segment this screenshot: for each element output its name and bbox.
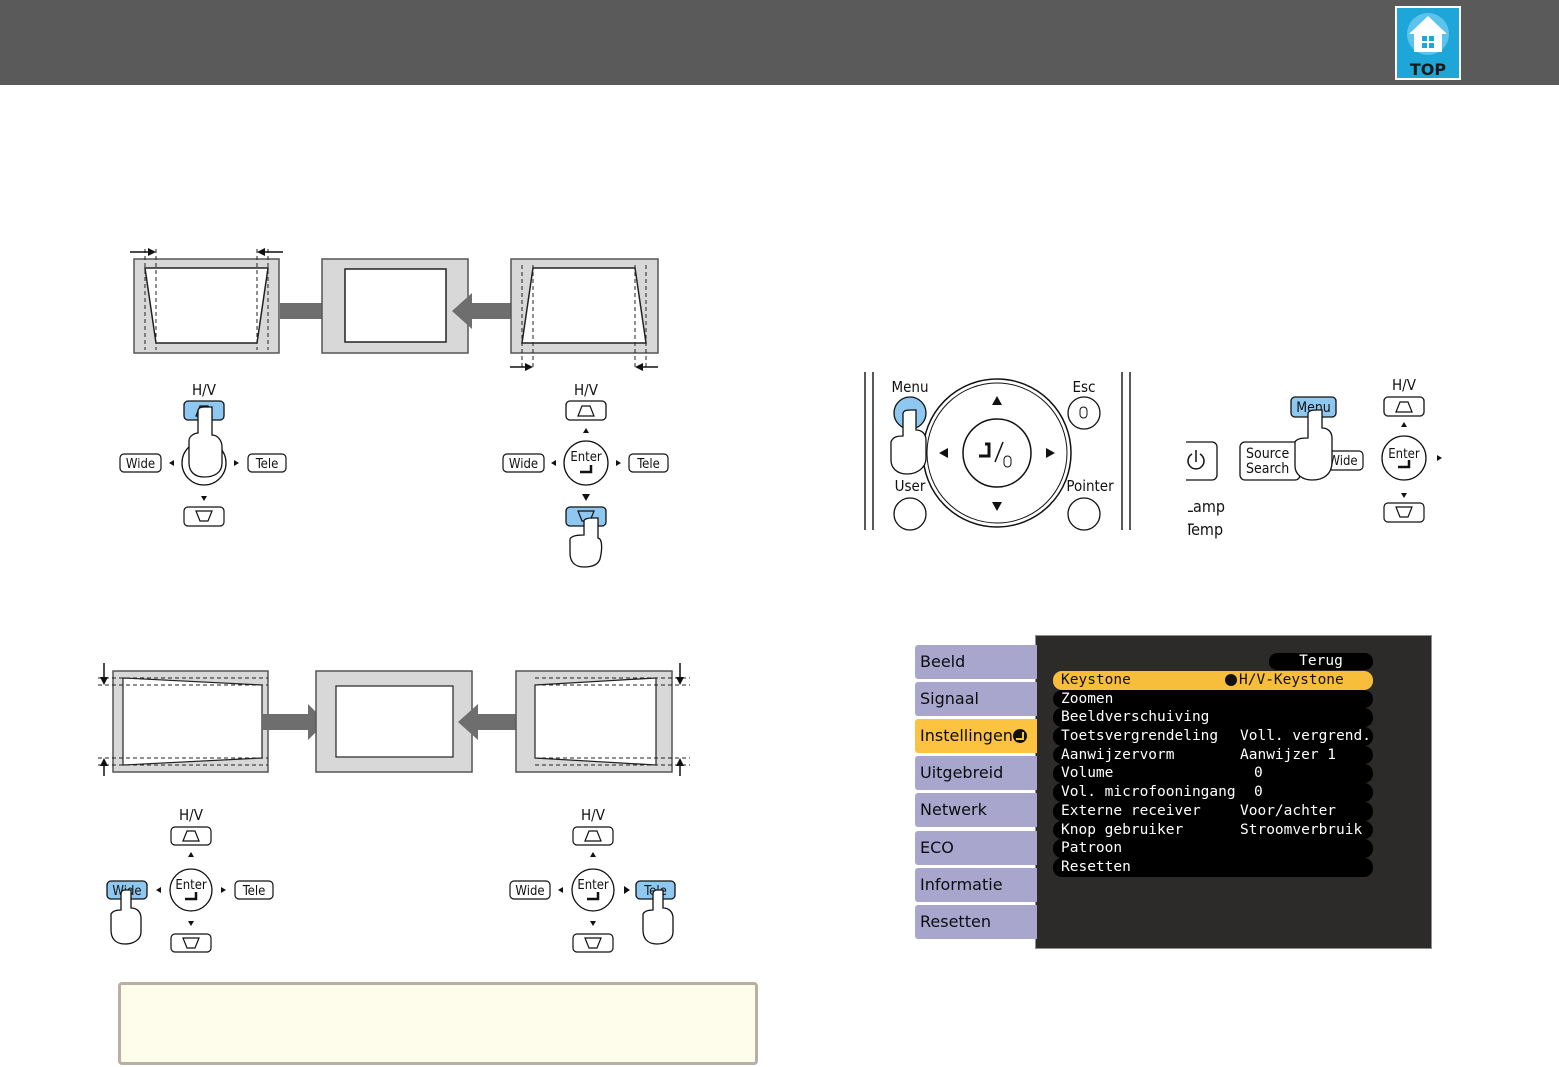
finger-icon: [642, 889, 674, 945]
svg-text:Wide: Wide: [126, 457, 155, 472]
menu-row[interactable]: Vol. microfooningang 0: [1053, 783, 1373, 802]
svg-text:Enter: Enter: [570, 450, 602, 465]
menu-row-value: H/V-Keystone: [1239, 672, 1344, 688]
svg-text:Tele: Tele: [255, 457, 279, 472]
menu-row[interactable]: Externe receiver Voor/achter: [1053, 801, 1373, 821]
svg-text:Wide: Wide: [515, 884, 544, 899]
sidebar-item-label: Beeld: [920, 652, 966, 671]
menu-row-value: 0: [1254, 784, 1263, 801]
menu-row[interactable]: Knop gebruiker Stroomverbruik: [1053, 820, 1373, 840]
control-panel-diagram: Lamp Temp Source Search Wide Menu H/V En…: [1179, 370, 1455, 540]
menu-row-value: Voll. vergrend.: [1240, 728, 1371, 745]
menu-row-label: Patroon: [1061, 840, 1123, 857]
svg-text:Temp: Temp: [1184, 520, 1223, 539]
sidebar-item-label: Resetten: [920, 912, 991, 931]
sidebar-item-label: Netwerk: [920, 800, 987, 819]
svg-text:Wide: Wide: [1328, 454, 1357, 469]
sidebar-item-informatie[interactable]: Informatie: [915, 868, 1037, 902]
back-button[interactable]: Terug: [1269, 653, 1373, 670]
svg-text:User: User: [895, 477, 926, 495]
sidebar-item-label: Informatie: [920, 875, 1003, 894]
menu-row-value: 0: [1254, 765, 1263, 782]
menu-row-label: Aanwijzervorm: [1061, 746, 1175, 763]
svg-text:H/V: H/V: [574, 381, 599, 399]
finger-icon: [110, 889, 142, 945]
top-label: TOP: [1409, 60, 1447, 79]
enter-icon: [1013, 729, 1027, 743]
menu-row-label: Volume: [1061, 765, 1114, 782]
menu-row-label: Resetten: [1061, 858, 1131, 875]
svg-text:Search: Search: [1246, 461, 1289, 477]
svg-text:Menu: Menu: [891, 378, 928, 396]
menu-row[interactable]: Patroon: [1053, 839, 1373, 858]
svg-text:Enter: Enter: [175, 878, 207, 893]
enter-icon: [1225, 674, 1237, 686]
menu-row-label: Toetsvergrendeling: [1061, 728, 1219, 745]
sidebar-item-eco[interactable]: ECO: [915, 831, 1037, 865]
svg-text:Lamp: Lamp: [1185, 497, 1225, 516]
remote-control-diagram: Menu Esc User Pointer: [855, 370, 1140, 535]
menu-row-label: Keystone: [1061, 672, 1131, 688]
svg-text:H/V: H/V: [581, 806, 606, 824]
finger-icon: [1294, 409, 1333, 481]
sidebar-item-beeld[interactable]: Beeld: [915, 645, 1037, 679]
sidebar-item-label: ECO: [920, 838, 954, 857]
menu-row[interactable]: Keystone H/V-Keystone: [1053, 671, 1373, 690]
home-icon: [1395, 6, 1461, 80]
menu-row[interactable]: Resetten: [1053, 857, 1373, 877]
svg-text:H/V: H/V: [192, 381, 217, 399]
svg-text:Pointer: Pointer: [1066, 477, 1114, 495]
svg-text:Esc: Esc: [1073, 378, 1096, 396]
menu-row[interactable]: Volume 0: [1053, 764, 1373, 784]
finger-icon: [569, 517, 603, 568]
svg-text:Enter: Enter: [577, 878, 609, 893]
svg-text:H/V: H/V: [179, 806, 204, 824]
finger-icon: [890, 409, 927, 475]
header-bar: [0, 0, 1559, 85]
menu-row-value: Aanwijzer 1: [1240, 746, 1337, 763]
keystone-vertical-diagram: H/V Enter Wide Tele H/V Enter: [100, 235, 700, 580]
sidebar-item-signaal[interactable]: Signaal: [915, 682, 1037, 716]
menu-row[interactable]: Toetsvergrendeling Voll. vergrend.: [1053, 727, 1373, 746]
menu-row-label: Knop gebruiker: [1061, 821, 1184, 838]
svg-text:Enter: Enter: [1388, 447, 1420, 462]
sidebar-item-instellingen[interactable]: Instellingen: [915, 719, 1037, 753]
svg-text:Tele: Tele: [636, 457, 660, 472]
svg-text:Source: Source: [1246, 446, 1289, 462]
menu-row-label: Vol. microfooningang: [1061, 784, 1236, 801]
finger-icon: [188, 406, 223, 478]
keystone-horizontal-diagram: H/V Enter Wide Tele H/V Enter: [90, 660, 710, 960]
note-box: [118, 982, 758, 1065]
menu-row-value: Stroomverbruik: [1240, 821, 1363, 838]
sidebar-item-netwerk[interactable]: Netwerk: [915, 793, 1037, 827]
menu-row-label: Zoomen: [1061, 690, 1114, 707]
sidebar-item-label: Uitgebreid: [920, 763, 1004, 782]
menu-row[interactable]: Beeldverschuiving: [1053, 708, 1373, 728]
svg-text:Wide: Wide: [509, 457, 538, 472]
top-button[interactable]: TOP: [1395, 6, 1461, 80]
menu-row[interactable]: Aanwijzervorm Aanwijzer 1: [1053, 745, 1373, 765]
menu-row[interactable]: Zoomen: [1053, 689, 1373, 709]
menu-row-value: Voor/achter: [1240, 802, 1337, 819]
menu-row-label: Beeldverschuiving: [1061, 709, 1210, 726]
sidebar-item-resetten[interactable]: Resetten: [915, 905, 1037, 939]
sidebar-item-label: Instellingen: [920, 726, 1013, 745]
svg-text:Tele: Tele: [242, 884, 266, 899]
svg-text:H/V: H/V: [1392, 376, 1417, 394]
sidebar-item-label: Signaal: [920, 689, 979, 708]
menu-row-label: Externe receiver: [1061, 802, 1201, 819]
sidebar-item-uitgebreid[interactable]: Uitgebreid: [915, 756, 1037, 790]
